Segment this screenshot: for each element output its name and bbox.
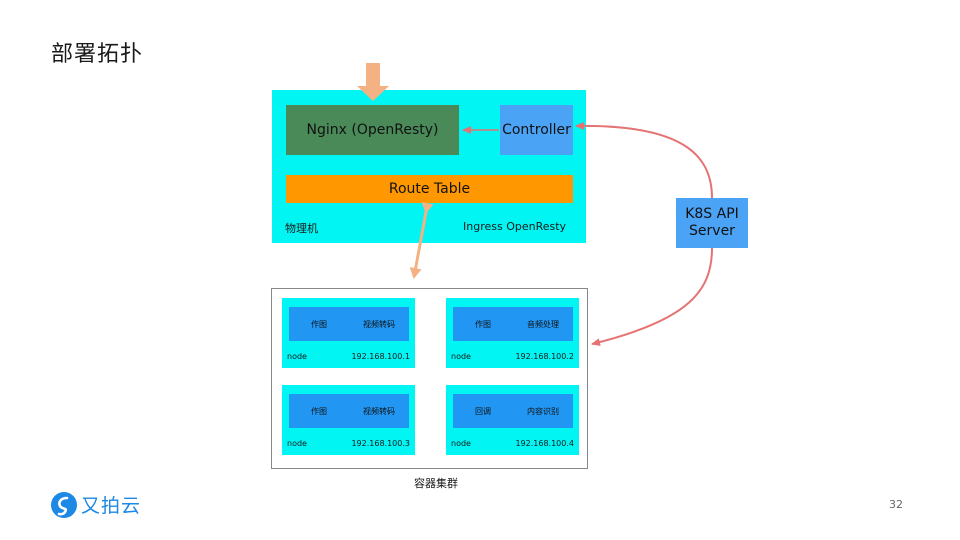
node-name: node: [451, 439, 471, 448]
cluster-label: 容器集群: [414, 477, 458, 490]
k8s-label-line2: Server: [689, 223, 735, 239]
cluster-node: 作图 视频转码 node 192.168.100.1: [282, 298, 415, 368]
service-box: 视频转码: [349, 394, 409, 428]
slide-title: 部署拓扑: [51, 42, 144, 67]
route-table-box: Route Table: [286, 175, 573, 203]
controller-label: Controller: [502, 122, 571, 138]
upyun-logo-icon: [51, 491, 77, 518]
node-ip: 192.168.100.4: [515, 439, 574, 448]
k8s-to-controller-arrow: [575, 121, 713, 199]
route-table-label: Route Table: [388, 181, 471, 197]
controller-box: Controller: [500, 105, 573, 155]
ingress-name-label: Ingress OpenResty: [463, 220, 567, 233]
nginx-box: Nginx (OpenResty): [286, 105, 459, 155]
node-name: node: [451, 352, 471, 361]
service-box: 回调: [453, 394, 513, 428]
k8s-label-line1: K8S API: [685, 206, 739, 222]
k8s-api-server-box: K8S API Server: [676, 198, 748, 248]
service-box: 内容识别: [513, 394, 573, 428]
brand-logo: 又拍云: [51, 491, 141, 518]
service-box: 作图: [453, 307, 513, 341]
cluster-node: 回调 内容识别 node 192.168.100.4: [446, 385, 579, 455]
page-number: 32: [889, 498, 903, 511]
brand-text: 又拍云: [81, 495, 142, 517]
service-box: 视频转码: [349, 307, 409, 341]
k8s-to-cluster-arrow: [591, 247, 713, 346]
node-ip: 192.168.100.2: [515, 352, 574, 361]
node-name: node: [287, 352, 307, 361]
cluster-node: 作图 视频转码 node 192.168.100.3: [282, 385, 415, 455]
service-box: 音频处理: [513, 307, 573, 341]
container-cluster-box: 作图 视频转码 node 192.168.100.1 作图 音频处理 node …: [271, 288, 588, 469]
node-ip: 192.168.100.3: [351, 439, 410, 448]
nginx-label: Nginx (OpenResty): [306, 122, 439, 138]
service-box: 作图: [289, 394, 349, 428]
cluster-node: 作图 音频处理 node 192.168.100.2: [446, 298, 579, 368]
node-ip: 192.168.100.1: [351, 352, 410, 361]
node-name: node: [287, 439, 307, 448]
host-label: 物理机: [285, 222, 318, 235]
service-box: 作图: [289, 307, 349, 341]
